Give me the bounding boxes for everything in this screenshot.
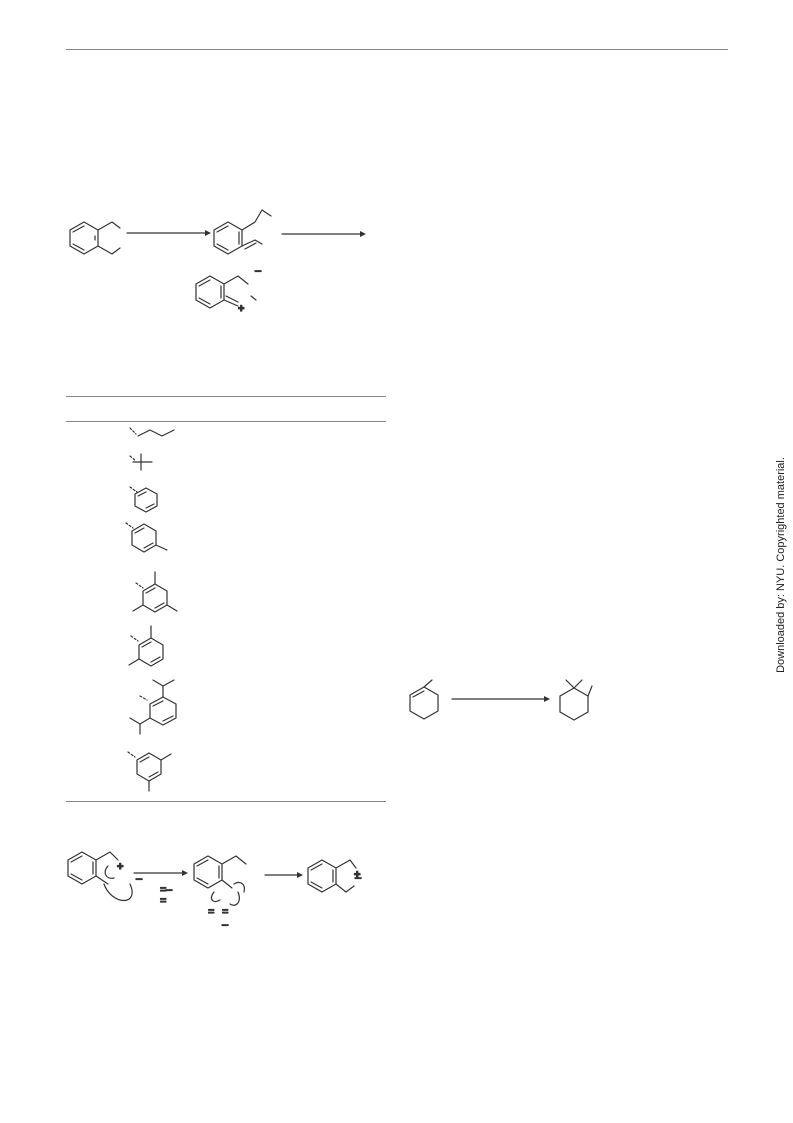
equals-sign-3: = bbox=[208, 906, 214, 918]
table-header-rule bbox=[66, 421, 386, 422]
substituent-mesityl bbox=[132, 571, 178, 613]
minus-charge-2: – bbox=[136, 873, 143, 885]
equals-sign-4: = bbox=[222, 906, 228, 918]
minus-charge-4: – bbox=[222, 919, 229, 931]
plus-charge-2: + bbox=[117, 861, 123, 873]
plus-charge-3: + bbox=[354, 869, 360, 881]
header-rule bbox=[66, 49, 728, 50]
vinyl-propyl-benzene-structure bbox=[213, 209, 272, 255]
equals-sign-1: = bbox=[160, 884, 166, 896]
substituent-2-6-diisopropylphenyl bbox=[129, 679, 177, 735]
table-bottom-rule bbox=[66, 801, 386, 802]
methylcyclohexene-structure bbox=[409, 679, 439, 720]
equals-sign-2: = bbox=[160, 895, 166, 907]
substituent-tert-butyl bbox=[129, 453, 153, 471]
substituent-2-6-dimethylphenyl bbox=[128, 625, 164, 667]
minus-charge-5: – bbox=[355, 872, 362, 884]
mechanism-cation-structure bbox=[67, 851, 133, 901]
substituent-3-5-dimethylphenyl bbox=[127, 751, 172, 792]
table-top-rule bbox=[66, 396, 386, 397]
tetralin-structure bbox=[69, 221, 121, 255]
minus-charge-3: – bbox=[166, 884, 173, 896]
substituent-n-butyl bbox=[129, 427, 175, 437]
mechanism-intermediate-structure bbox=[193, 855, 247, 906]
substituent-p-tolyl bbox=[125, 522, 168, 553]
substituent-phenyl bbox=[129, 486, 158, 513]
mechanism-product-structure bbox=[307, 859, 357, 893]
minus-charge-1: – bbox=[255, 265, 262, 277]
dimethylcyclohexane-structure bbox=[559, 679, 593, 721]
plus-charge-1: + bbox=[238, 303, 244, 315]
dihydronaphthalene-cation-structure bbox=[195, 275, 257, 309]
download-notice: Downloaded by: NYU. Copyrighted material… bbox=[775, 457, 787, 673]
